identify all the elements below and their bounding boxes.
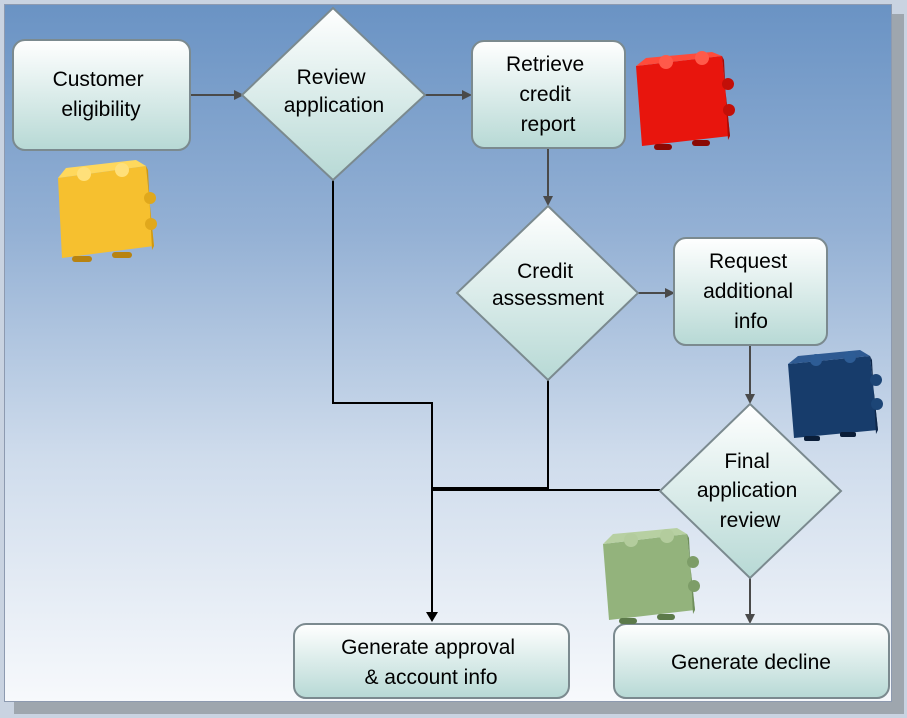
node-generate-decline: Generate decline [613,623,890,699]
green-block-icon [603,528,700,624]
node-retrieve-credit-report: Retrieve credit report [471,40,626,149]
decision-final-application-review: Final application review [658,402,843,580]
navy-block-icon [788,350,883,441]
node-customer-eligibility: Customer eligibility [12,39,191,151]
node-label: Review application [284,66,384,117]
connectors [190,90,755,624]
node-label: Credit assessment [492,260,604,310]
node-label: Retrieve credit report [506,53,590,136]
node-label: Final application review [697,450,803,532]
node-label: Generate decline [671,651,831,674]
decision-credit-assessment: Credit assessment [455,204,640,382]
edge-credit-to-approval [432,380,549,489]
red-block-icon [636,51,735,150]
node-request-additional-info: Request additional info [673,237,828,346]
node-label: Generate approval & account info [341,636,521,689]
edge-review-to-approval [332,180,438,622]
node-label: Request additional info [703,250,799,333]
node-generate-approval: Generate approval & account info [293,623,570,699]
yellow-block-icon [58,160,157,262]
node-label: Customer eligibility [53,68,150,121]
decision-review-application: Review application [240,6,427,182]
